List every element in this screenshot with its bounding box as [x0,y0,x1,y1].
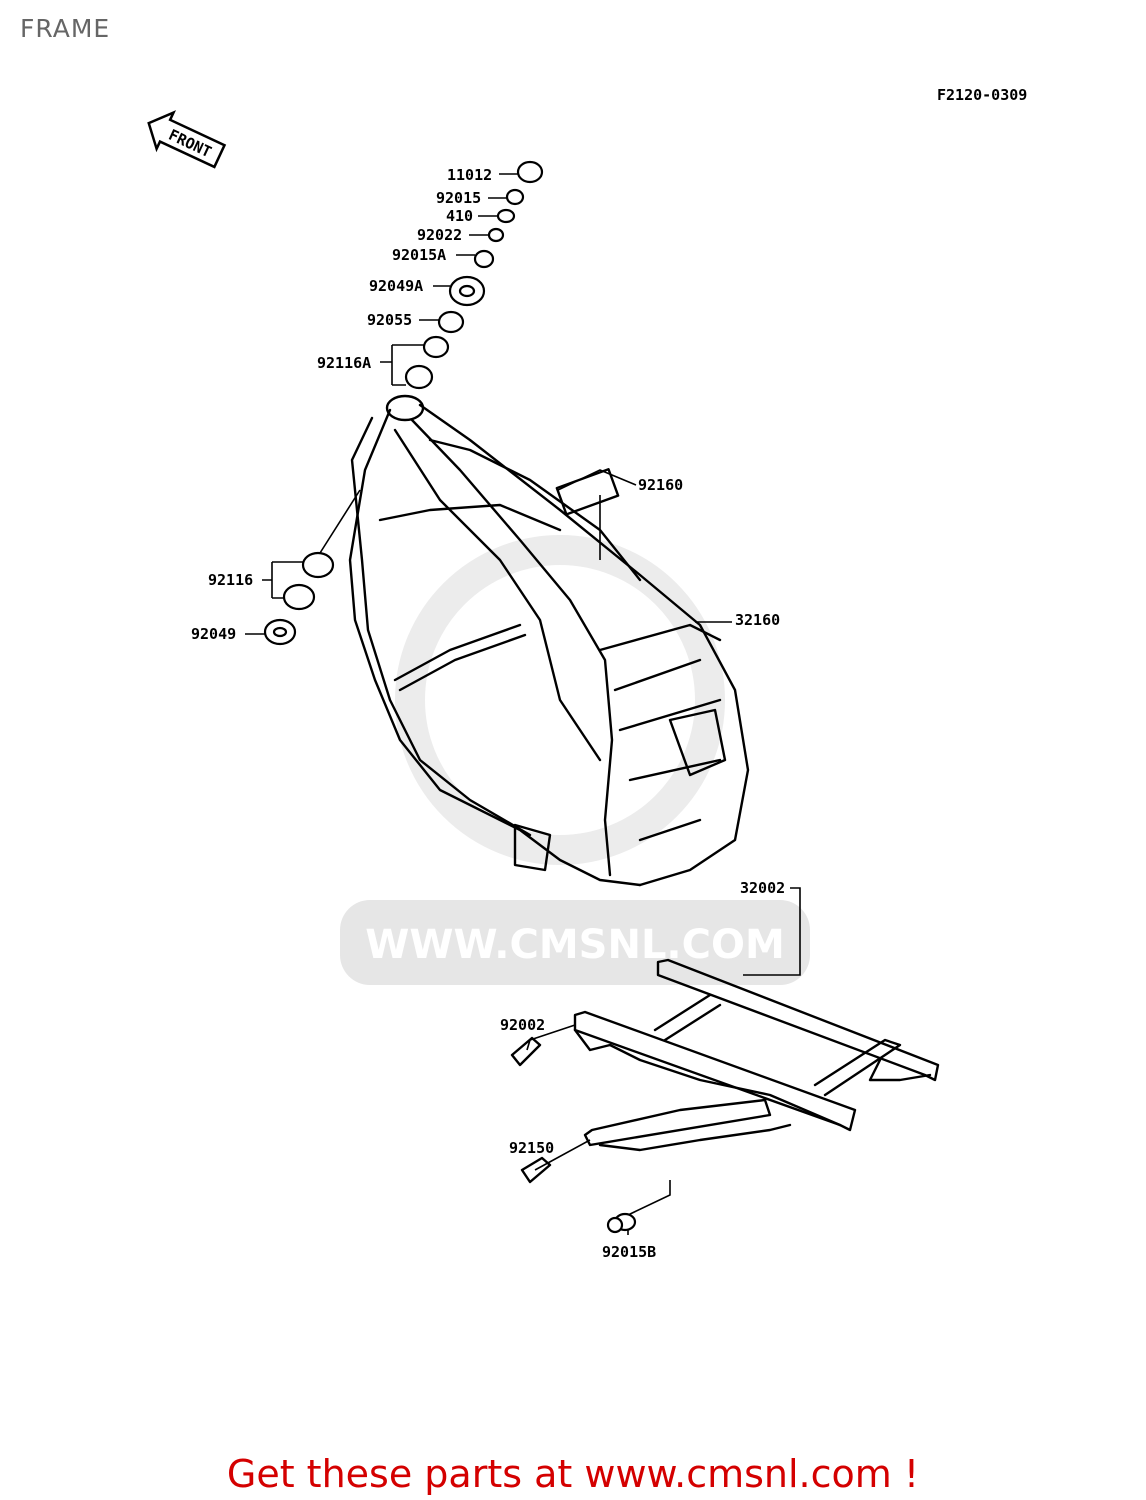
part-label-92049A[interactable]: 92049A [369,277,423,295]
front-arrow-icon: FRONT [147,110,227,169]
part-label-92160[interactable]: 92160 [638,476,683,494]
part-label-92015A[interactable]: 92015A [392,246,446,264]
page-title: FRAME [20,14,111,43]
watermark: WWW.CMSNL.COM [340,535,810,985]
part-label-92015[interactable]: 92015 [436,189,481,207]
part-label-92002[interactable]: 92002 [500,1016,545,1034]
watermark-text: WWW.CMSNL.COM [365,922,785,968]
part-label-92116[interactable]: 92116 [208,571,253,589]
part-label-92015B[interactable]: 92015B [602,1243,656,1261]
part-label-92022[interactable]: 92022 [417,226,462,244]
part-number-labels: 11012 92015 410 92022 92015A 92049A 9205… [191,166,785,1261]
part-label-92150[interactable]: 92150 [509,1139,554,1157]
part-label-92055[interactable]: 92055 [367,311,412,329]
part-label-11012[interactable]: 11012 [447,166,492,184]
diagram-code: F2120-0309 [937,86,1027,104]
part-label-410[interactable]: 410 [446,207,473,225]
rear-subframe [510,958,940,1234]
part-label-32160[interactable]: 32160 [735,611,780,629]
part-label-92116A[interactable]: 92116A [317,354,371,372]
main-frame [348,394,750,887]
footer-link[interactable]: Get these parts at www.cmsnl.com ! [226,1452,920,1496]
part-label-32002[interactable]: 32002 [740,879,785,897]
part-label-92049[interactable]: 92049 [191,625,236,643]
